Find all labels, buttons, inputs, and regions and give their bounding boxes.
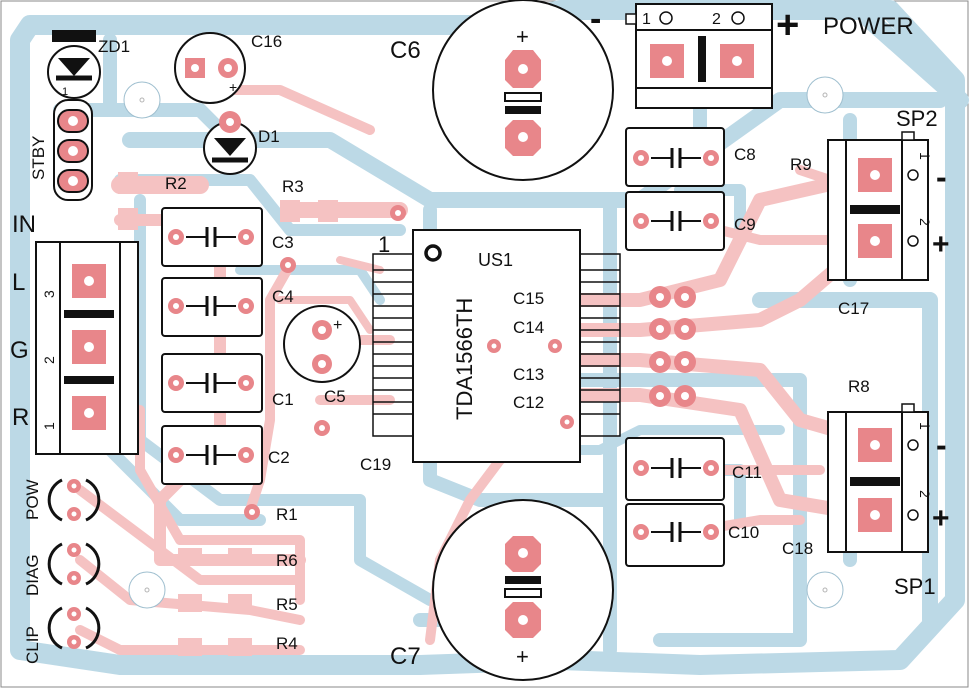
- input-pin-3: 3: [41, 290, 57, 298]
- led-clip: [47, 606, 101, 650]
- r9-label: R9: [790, 155, 812, 174]
- r5-label: R5: [276, 595, 298, 614]
- c10-label: C10: [728, 523, 759, 542]
- power-minus-label: -: [590, 0, 601, 38]
- input-label-r: R: [12, 404, 29, 431]
- capacitor-c4: [161, 277, 263, 337]
- c2-label: C2: [268, 448, 290, 467]
- sp2-pin-2: 2: [917, 218, 933, 226]
- mounting-hole: [123, 81, 161, 119]
- sp1-pin-2: 2: [917, 490, 933, 498]
- c15-label: C15: [513, 289, 544, 308]
- led-label-clip: CLIP: [23, 626, 42, 664]
- mounting-hole: [128, 571, 166, 609]
- zd1-label: ZD1: [98, 37, 130, 56]
- ic-name-label: TDA1566TH: [452, 298, 477, 420]
- svg-text:+: +: [229, 79, 237, 95]
- resistor-r3: [280, 200, 406, 222]
- c8-label: C8: [734, 145, 756, 164]
- power-pin-1: 1: [642, 11, 651, 28]
- svg-text:1: 1: [62, 86, 68, 98]
- capacitor-c3: [161, 207, 263, 267]
- sp2-minus-label: -: [936, 159, 947, 195]
- sp2-plus-label: +: [932, 228, 950, 261]
- c19-label: C19: [360, 455, 391, 474]
- c11-label: C11: [732, 463, 762, 482]
- capacitor-c9: [625, 191, 725, 251]
- speaker-connector-sp2: 1 2: [827, 131, 933, 281]
- c16-label: C16: [251, 32, 282, 51]
- smd-pad-array: [649, 286, 696, 407]
- top-copper-layer: [75, 85, 877, 655]
- mounting-hole: [806, 76, 844, 114]
- ic-pin1-label: 1: [378, 232, 390, 257]
- capacitor-c5: +: [283, 305, 361, 436]
- capacitor-c6: +: [432, 0, 614, 181]
- capacitor-c2: [161, 425, 263, 485]
- power-label: POWER: [823, 13, 914, 40]
- sp1-minus-label: -: [936, 427, 947, 463]
- capacitor-c8: [625, 127, 725, 187]
- led-pow: [47, 478, 101, 522]
- r8-label: R8: [848, 377, 870, 396]
- capacitor-c1: [161, 353, 263, 413]
- power-plus-label: +: [776, 3, 799, 47]
- c3-label: C3: [272, 233, 294, 252]
- c17-label: C17: [838, 299, 869, 318]
- in-label: IN: [12, 211, 36, 238]
- input-label-g: G: [10, 337, 29, 364]
- r4-label: R4: [276, 634, 298, 653]
- led-label-diag: DIAG: [23, 554, 42, 596]
- sp1-pin-1: 1: [917, 422, 933, 430]
- c6-label: C6: [390, 37, 421, 64]
- c4-label: C4: [272, 287, 294, 306]
- led-diag: [47, 542, 101, 586]
- input-pin-2: 2: [41, 356, 57, 364]
- svg-text:+: +: [516, 644, 529, 669]
- resistor-r2: [118, 172, 138, 230]
- diode-d1: [203, 111, 257, 175]
- zener-diode-zd1: 1: [47, 30, 101, 99]
- mounting-holes: [123, 76, 844, 609]
- sp2-pin-1: 1: [917, 152, 933, 160]
- r3-label: R3: [282, 177, 304, 196]
- sp1-plus-label: +: [932, 502, 950, 535]
- led-label-pow: POW: [23, 479, 42, 520]
- power-connector: 1 2: [625, 3, 773, 109]
- ic-ref-label: US1: [478, 250, 513, 270]
- mounting-hole: [806, 571, 844, 609]
- sp2-label: SP2: [896, 106, 938, 131]
- ic-us1: 1 US1 TDA1566TH: [372, 229, 621, 463]
- r2-label: R2: [165, 174, 187, 193]
- stby-header: [53, 99, 93, 201]
- c14-label: C14: [513, 318, 544, 337]
- r6-label: R6: [276, 551, 298, 570]
- c13-label: C13: [513, 365, 544, 384]
- speaker-connector-sp1: 1 2: [827, 403, 933, 553]
- d1-label: D1: [258, 127, 280, 146]
- capacitor-c10: [625, 503, 725, 567]
- c5-label: C5: [324, 387, 346, 406]
- c9-label: C9: [734, 215, 756, 234]
- svg-text:+: +: [516, 24, 529, 49]
- c7-label: C7: [390, 643, 421, 670]
- power-pin-2: 2: [712, 11, 721, 28]
- sp1-label: SP1: [894, 574, 936, 599]
- r1-label: R1: [276, 505, 298, 524]
- capacitor-c16: +: [174, 32, 246, 104]
- capacitor-c11: [625, 437, 725, 501]
- input-pin-1: 1: [41, 422, 57, 430]
- stby-label: STBY: [29, 136, 48, 180]
- c12-label: C12: [513, 393, 544, 412]
- input-label-l: L: [12, 269, 25, 296]
- capacitor-c7: +: [432, 499, 614, 681]
- c18-label: C18: [782, 539, 813, 558]
- resistor-pads: [178, 548, 252, 656]
- svg-text:+: +: [333, 317, 342, 334]
- input-connector: 3 2 1: [35, 241, 139, 455]
- c1-label: C1: [272, 390, 294, 409]
